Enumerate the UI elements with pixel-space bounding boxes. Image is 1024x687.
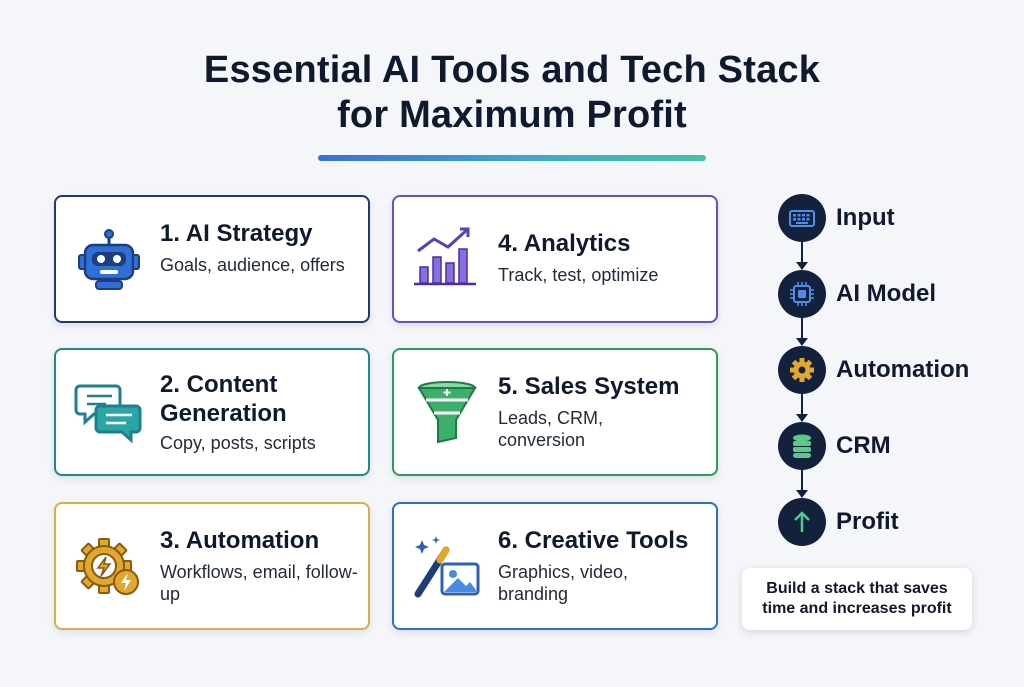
flow-arrow (796, 470, 808, 498)
title-underline (318, 155, 706, 161)
flow-node-profit (778, 498, 826, 546)
flow-node-crm (778, 422, 826, 470)
card-description: Workflows, email, follow-up (160, 562, 358, 604)
flow-node-automation (778, 346, 826, 394)
gear-icon (790, 358, 814, 382)
funnel-icon (412, 380, 482, 446)
title-line-2: for Maximum Profit (337, 94, 687, 136)
card-description: Goals, audience, offers (160, 255, 345, 275)
title-line-1: Essential AI Tools and Tech Stack (203, 49, 821, 91)
card-creative-tools: 6. Creative Tools Graphics, video, brand… (392, 502, 718, 630)
card-content-generation: 2. Content Generation Copy, posts, scrip… (54, 348, 370, 476)
page-title: Essential AI Tools and Tech Stack for Ma… (0, 48, 1024, 138)
card-heading: 2. Content Generation (160, 371, 287, 427)
flow-arrow (796, 394, 808, 422)
bar-chart-icon (412, 223, 482, 289)
flow-arrow (796, 318, 808, 346)
card-heading: 6. Creative Tools (498, 527, 689, 554)
card-analytics: 4. Analytics Track, test, optimize (392, 195, 718, 323)
gear-lightning-icon (74, 534, 144, 600)
card-description: Track, test, optimize (498, 265, 659, 285)
card-heading: 4. Analytics (498, 230, 631, 257)
database-icon (793, 434, 811, 458)
summary-note: Build a stack that saves time and increa… (742, 568, 972, 630)
robot-icon (74, 227, 144, 293)
card-description: Leads, CRM, conversion (498, 408, 604, 450)
flow-label: AI Model (836, 280, 936, 307)
keyboard-icon (789, 210, 815, 227)
card-sales-system: 5. Sales System Leads, CRM, conversion (392, 348, 718, 476)
flow-label: CRM (836, 432, 891, 459)
magic-wand-image-icon (412, 534, 482, 600)
card-ai-strategy: 1. AI Strategy Goals, audience, offers (54, 195, 370, 323)
flow-label: Profit (836, 508, 899, 535)
card-description: Copy, posts, scripts (160, 433, 316, 453)
flow-node-input (778, 194, 826, 242)
card-heading: 5. Sales System (498, 373, 680, 400)
flow-arrow (796, 242, 808, 270)
flow-label: Automation (836, 356, 970, 383)
chat-bubbles-icon (74, 380, 144, 446)
card-automation: 3. Automation Workflows, email, follow-u… (54, 502, 370, 630)
card-heading: 3. Automation (160, 527, 320, 554)
chip-icon (790, 282, 814, 306)
card-heading: 1. AI Strategy (160, 220, 313, 247)
card-description: Graphics, video, branding (498, 562, 629, 604)
flow-node-ai-model (778, 270, 826, 318)
arrow-up-icon (794, 511, 810, 532)
flow-label: Input (836, 204, 895, 231)
